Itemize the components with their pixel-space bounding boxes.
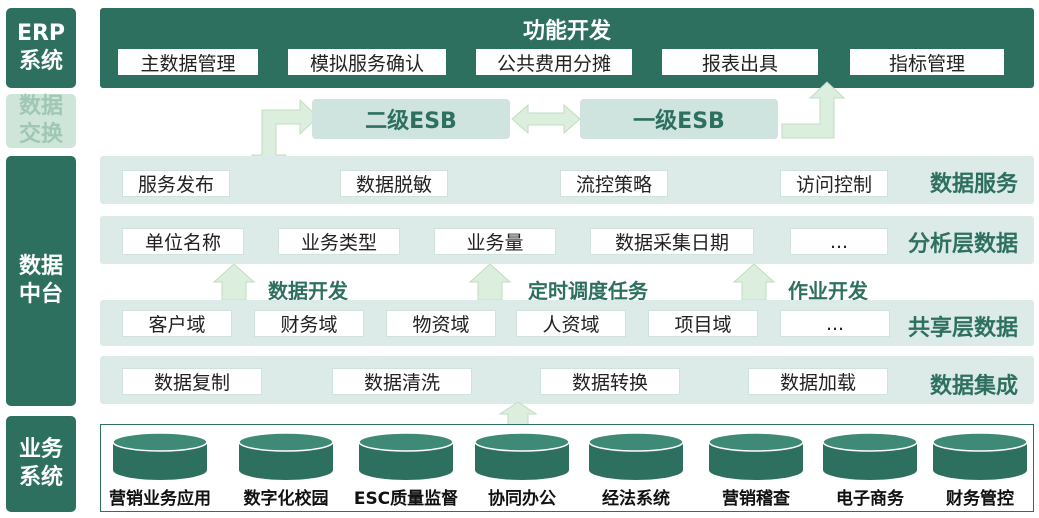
system-name: 财务管控 <box>946 489 1014 509</box>
sidebar-middle-label: 数据 中台 <box>18 254 63 307</box>
sidebar-exchange: 数据 交换 <box>6 94 76 148</box>
flow-up-arrow <box>212 264 256 301</box>
service-item: 服务发布 <box>122 170 230 197</box>
sidebar-erp-label: ERP 系统 <box>16 21 66 74</box>
flow-arrows <box>212 264 776 301</box>
sidebar-middle: 数据 中台 <box>6 156 76 406</box>
flow-dev-label: 数据开发 <box>268 279 348 303</box>
database-icon <box>112 432 208 480</box>
system-item <box>932 432 1028 482</box>
analysis-item: ... <box>790 228 888 255</box>
integration-item: 数据复制 <box>122 368 262 395</box>
database-icon <box>932 432 1028 480</box>
shared-item: 项目域 <box>648 310 758 337</box>
analysis-item: 业务量 <box>434 228 556 255</box>
database-icon <box>358 432 454 480</box>
erp-item: 报表出具 <box>662 49 818 75</box>
analysis-label: 分析层数据 <box>908 232 1019 257</box>
system-name: 营销稽查 <box>722 489 790 509</box>
analysis-item: 业务类型 <box>278 228 400 255</box>
flow-up-arrow <box>468 264 512 301</box>
system-name: 电子商务 <box>836 489 904 509</box>
database-icon <box>238 432 334 480</box>
erp-item: 主数据管理 <box>118 49 258 75</box>
esb-level1: 一级ESB <box>580 99 778 139</box>
erp-item: 指标管理 <box>850 49 1004 75</box>
analysis-item: 数据采集日期 <box>590 228 754 255</box>
system-item <box>358 432 454 482</box>
systems-row: 营销业务应用 数字化校园 ESC质量监督 协同办公 经法系统 营销稽查 电子商务 财务管控 <box>100 424 1034 512</box>
sidebar-business: 业务 系统 <box>6 416 76 512</box>
sidebar-erp: ERP 系统 <box>6 8 76 88</box>
service-item: 流控策略 <box>560 170 668 197</box>
erp-title: 功能开发 <box>522 19 611 44</box>
sidebar-business-label: 业务 系统 <box>18 437 63 490</box>
sidebar-exchange-label: 数据 交换 <box>18 94 63 147</box>
analysis-item: 单位名称 <box>122 228 244 255</box>
service-label: 数据服务 <box>930 172 1019 197</box>
service-item: 访问控制 <box>780 170 888 197</box>
shared-item: ... <box>780 310 890 337</box>
system-item <box>588 432 684 482</box>
integration-label: 数据集成 <box>930 374 1019 399</box>
integration-item: 数据加载 <box>748 368 888 395</box>
integration-item: 数据转换 <box>540 368 680 395</box>
service-item: 数据脱敏 <box>340 170 448 197</box>
shared-item: 人资域 <box>516 310 626 337</box>
esb-level2: 二级ESB <box>312 99 510 139</box>
erp-item: 模拟服务确认 <box>288 49 446 75</box>
system-name: ESC质量监督 <box>353 489 459 509</box>
system-name: 营销业务应用 <box>109 489 211 509</box>
database-icon <box>822 432 918 480</box>
shared-label: 共享层数据 <box>908 316 1019 341</box>
system-item <box>474 432 570 482</box>
system-name: 数字化校园 <box>243 489 329 509</box>
database-icon <box>474 432 570 480</box>
erp-item: 公共费用分摊 <box>476 49 632 75</box>
system-item <box>708 432 804 482</box>
flow-job-label: 作业开发 <box>788 279 868 303</box>
shared-item: 物资域 <box>386 310 496 337</box>
flow-schedule-label: 定时调度任务 <box>528 279 648 303</box>
esb-double-arrow <box>511 103 581 135</box>
system-item <box>112 432 208 482</box>
esb1-up-arrow <box>781 81 846 139</box>
shared-item: 财务域 <box>254 310 364 337</box>
shared-item: 客户域 <box>122 310 232 337</box>
system-name: 经法系统 <box>602 489 670 509</box>
flow-up-arrow <box>732 264 776 301</box>
database-icon <box>708 432 804 480</box>
database-icon <box>588 432 684 480</box>
integration-item: 数据清洗 <box>332 368 472 395</box>
system-item <box>822 432 918 482</box>
system-item <box>238 432 334 482</box>
system-name: 协同办公 <box>488 489 556 509</box>
